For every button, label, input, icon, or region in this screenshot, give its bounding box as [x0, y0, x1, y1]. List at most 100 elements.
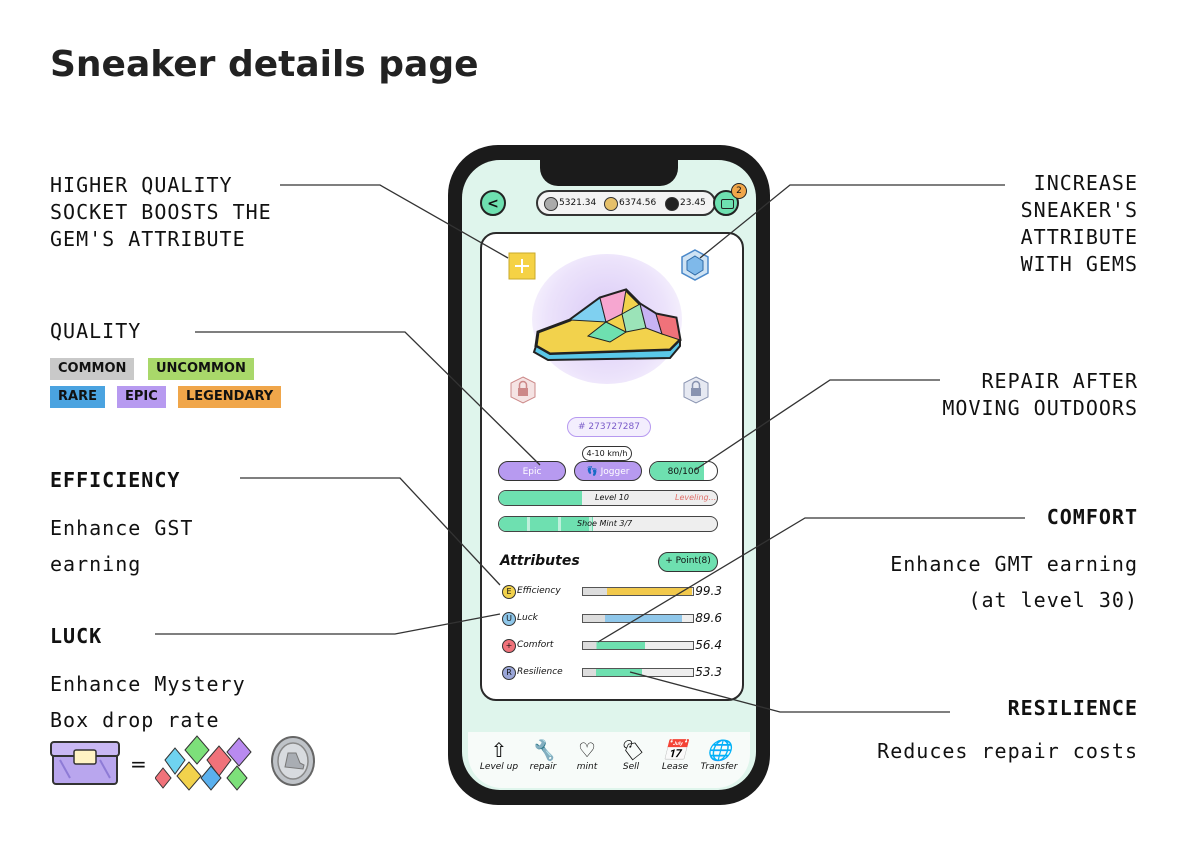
- attribute-value: 56.4: [695, 638, 722, 652]
- nav-label: Sell: [622, 762, 640, 772]
- luck-icon: U: [502, 612, 516, 626]
- attribute-value: 99.3: [695, 584, 722, 598]
- gmt-balance-icon: [604, 197, 618, 211]
- quality-epic: EPIC: [117, 386, 166, 408]
- add-point-button[interactable]: + Point(8): [658, 552, 718, 572]
- back-button[interactable]: <: [480, 190, 506, 216]
- attribute-fill: [583, 642, 646, 649]
- luck-desc-2: Box drop rate: [50, 708, 220, 732]
- comfort-heading: COMFORT: [1046, 505, 1138, 529]
- calendar-icon: 📅: [662, 738, 688, 762]
- resilience-icon: R: [502, 666, 516, 680]
- type-pill: 👣 Jogger: [574, 461, 642, 481]
- socket-line-1: HIGHER QUALITY: [50, 173, 233, 197]
- attribute-name: Comfort: [517, 640, 554, 650]
- repair-annotation: REPAIR AFTER MOVING OUTDOORS: [880, 368, 1138, 422]
- efficiency-desc: Enhance GST earning: [50, 510, 193, 582]
- nav-repair[interactable]: 🔧repair: [521, 738, 565, 772]
- attribute-bar: [582, 587, 694, 596]
- attribute-name: Efficiency: [517, 586, 561, 596]
- gmt-balance: 6374.56: [619, 198, 657, 208]
- resilience-heading: RESILIENCE: [1007, 696, 1138, 720]
- quality-heading: QUALITY: [50, 319, 142, 343]
- nav-level-up[interactable]: ⇧Level up: [477, 738, 521, 772]
- gems-line-4: WITH GEMS: [1020, 252, 1138, 276]
- gst-balance: 5321.34: [559, 198, 597, 208]
- type-label: Jogger: [600, 467, 630, 477]
- wallet-badge: 2: [731, 183, 747, 199]
- mint-bar: Shoe Mint 3/7: [498, 516, 718, 532]
- efficiency-desc-2: earning: [50, 552, 142, 576]
- nav-lease[interactable]: 📅Lease: [653, 738, 697, 772]
- gems-line-3: ATTRIBUTE: [1020, 225, 1138, 249]
- sol-balance: 23.45: [680, 198, 706, 208]
- nav-label: mint: [576, 762, 598, 772]
- level-bar: Level 10 Leveling...: [498, 490, 718, 506]
- leader-socket: [280, 184, 509, 259]
- nav-mint[interactable]: ♡mint: [565, 738, 609, 772]
- tag-icon: 🏷: [618, 738, 644, 762]
- attribute-value: 89.6: [695, 611, 722, 625]
- mint-label: Shoe Mint 3/7: [577, 519, 633, 528]
- attribute-fill: [583, 588, 693, 595]
- page-title: Sneaker details page: [50, 44, 479, 85]
- efficiency-heading: EFFICIENCY: [50, 468, 181, 492]
- leader-quality: [195, 331, 541, 466]
- gmt-coin-icon: [270, 735, 316, 787]
- efficiency-desc-1: Enhance GST: [50, 516, 194, 540]
- luck-desc-1: Enhance Mystery: [50, 672, 246, 696]
- level-label: Level 10: [595, 493, 629, 502]
- comfort-desc-1: Enhance GMT earning: [890, 552, 1138, 576]
- equals-sign: =: [130, 752, 147, 776]
- mint-fill: [499, 517, 593, 531]
- durability-fill: [650, 462, 704, 480]
- nav-label: Lease: [661, 762, 689, 772]
- socket-lock-right-icon: [682, 376, 710, 404]
- efficiency-icon: E: [502, 585, 516, 599]
- comfort-desc: Enhance GMT earning (at level 30): [840, 546, 1138, 618]
- leader-comfort: [597, 517, 1025, 643]
- heart-icon: ♡: [578, 738, 596, 762]
- leader-efficiency: [240, 477, 501, 586]
- quality-common: COMMON: [50, 358, 135, 380]
- socket-line-3: GEM'S ATTRIBUTE: [50, 227, 246, 251]
- arrow-up-icon: ⇧: [490, 738, 508, 762]
- nav-label: repair: [529, 762, 557, 772]
- attribute-fill: [583, 615, 682, 622]
- socket-line-2: SOCKET BOOSTS THE: [50, 200, 272, 224]
- globe-icon: 🌐: [706, 738, 732, 762]
- attribute-bar: [582, 641, 694, 650]
- sneaker-image: [530, 284, 686, 364]
- sol-coin-icon: [665, 197, 679, 211]
- leader-resilience: [629, 671, 950, 713]
- gems-line-2: SNEAKER'S: [1020, 198, 1138, 222]
- speed-label: 4-10 km/h: [582, 446, 632, 461]
- socket-add-gem-button[interactable]: [507, 251, 537, 281]
- socket-annotation: HIGHER QUALITY SOCKET BOOSTS THE GEM'S A…: [50, 172, 272, 253]
- repair-line-1: REPAIR AFTER: [981, 369, 1138, 393]
- attribute-name: Luck: [517, 613, 538, 623]
- quality-uncommon: UNCOMMON: [148, 358, 254, 380]
- durability-label: 80/100: [667, 467, 700, 477]
- gems-pile-icon: [154, 730, 260, 792]
- wallet-icon: [721, 199, 734, 209]
- leader-gems: [699, 184, 1005, 259]
- footprint-icon: 👣: [586, 467, 598, 477]
- nav-transfer[interactable]: 🌐Transfer: [697, 738, 741, 772]
- nav-label: Level up: [479, 762, 519, 772]
- attribute-bar: [582, 668, 694, 677]
- gems-line-1: INCREASE: [1033, 171, 1138, 195]
- level-fill: [499, 491, 582, 505]
- comfort-icon: +: [502, 639, 516, 653]
- level-status: Leveling...: [675, 493, 717, 502]
- comfort-desc-2: (at level 30): [968, 588, 1138, 612]
- attribute-value: 53.3: [695, 665, 722, 679]
- nav-sell[interactable]: 🏷Sell: [609, 738, 653, 772]
- gems-annotation: INCREASE SNEAKER'S ATTRIBUTE WITH GEMS: [930, 170, 1138, 278]
- nav-label: Transfer: [700, 762, 738, 772]
- phone-notch: [540, 160, 678, 186]
- luck-desc: Enhance Mystery Box drop rate: [50, 666, 246, 738]
- resilience-desc: Reduces repair costs: [877, 739, 1138, 763]
- socket-lock-left-icon: [509, 376, 537, 404]
